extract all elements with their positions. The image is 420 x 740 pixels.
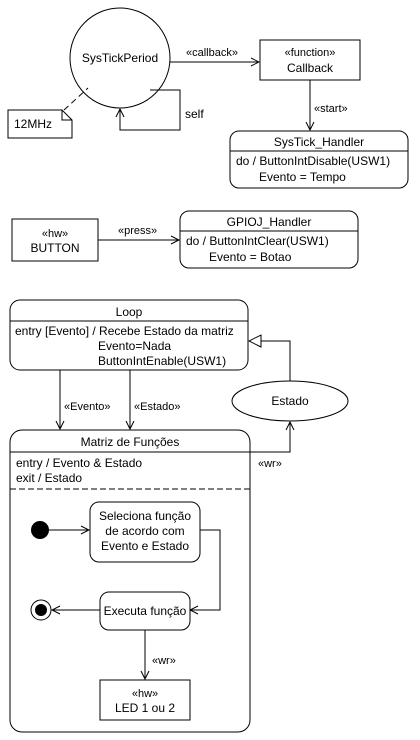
button-hw-box: «hw» BUTTON (11, 218, 99, 262)
gpioj-handler-title: GPIOJ_Handler (227, 215, 312, 229)
loop-line1: entry [Evento] / Recebe Estado da matriz (15, 324, 234, 338)
note-connector (63, 87, 89, 111)
evento-edge-label: «Evento» (64, 401, 110, 413)
seleciona-line1: Seleciona função (99, 509, 191, 523)
self-loop-edge (120, 89, 181, 131)
callback-name: Callback (287, 61, 334, 75)
loop-state: Loop entry [Evento] / Recebe Estado da m… (9, 299, 249, 371)
initial-state (31, 521, 49, 539)
estado-edge-label: «Estado» (134, 401, 180, 413)
loop-line2: Evento=Nada (98, 339, 171, 353)
note-12mhz-text: 12MHz (14, 117, 52, 131)
callback-function-box: «function» Callback (259, 39, 361, 81)
systick-handler-state: SysTick_Handler do / ButtonIntDisable(US… (229, 130, 409, 189)
matriz-line1: entry / Evento & Estado (16, 456, 142, 470)
led-name: LED 1 ou 2 (115, 701, 175, 715)
executa-funcao-state: Executa função (99, 591, 191, 631)
estado-node-label: Estado (271, 394, 309, 408)
button-stereotype: «hw» (42, 228, 68, 240)
seleciona-to-executa-edge (190, 529, 221, 610)
note-12mhz: 12MHz (7, 109, 73, 139)
systick-period-node: SysTickPeriod (69, 7, 171, 109)
loop-title: Loop (116, 305, 143, 319)
executa-label: Executa função (104, 604, 187, 618)
systick-handler-title: SysTick_Handler (274, 135, 364, 149)
gpioj-handler-line1: do / ButtonIntClear(USW1) (186, 234, 329, 248)
self-label: self (185, 107, 204, 121)
final-state (30, 599, 52, 621)
wr-bottom-label: «wr» (152, 655, 176, 667)
loop-line3: ButtonIntEnable(USW1) (98, 354, 226, 368)
start-edge-label: «start» (314, 103, 348, 115)
button-name: BUTTON (30, 241, 79, 255)
matriz-title: Matriz de Funções (81, 435, 180, 449)
systick-handler-line2: Evento = Tempo (259, 170, 346, 184)
matriz-to-estado-edge (250, 422, 290, 453)
gpioj-handler-line2: Evento = Botao (209, 250, 292, 264)
seleciona-line3: Evento e Estado (101, 539, 189, 553)
systick-period-label: SysTickPeriod (82, 51, 158, 65)
seleciona-funcao-state: Seleciona função de acordo com Evento e … (89, 501, 201, 563)
callback-stereotype: «function» (285, 47, 336, 59)
callback-edge-label: «callback» (186, 47, 238, 59)
matriz-line2: exit / Estado (16, 471, 82, 485)
gpioj-handler-state: GPIOJ_Handler do / ButtonIntClear(USW1) … (179, 210, 359, 269)
wr-top-label: «wr» (258, 458, 282, 470)
led-stereotype: «hw» (132, 688, 158, 700)
seleciona-line2: de acordo com (105, 524, 184, 538)
estado-node: Estado (231, 380, 349, 422)
systick-handler-line1: do / ButtonIntDisable(USW1) (236, 154, 390, 168)
press-edge-label: «press» (118, 225, 157, 237)
estado-to-loop-edge (249, 341, 291, 381)
led-hw-box: «hw» LED 1 ou 2 (99, 679, 191, 721)
